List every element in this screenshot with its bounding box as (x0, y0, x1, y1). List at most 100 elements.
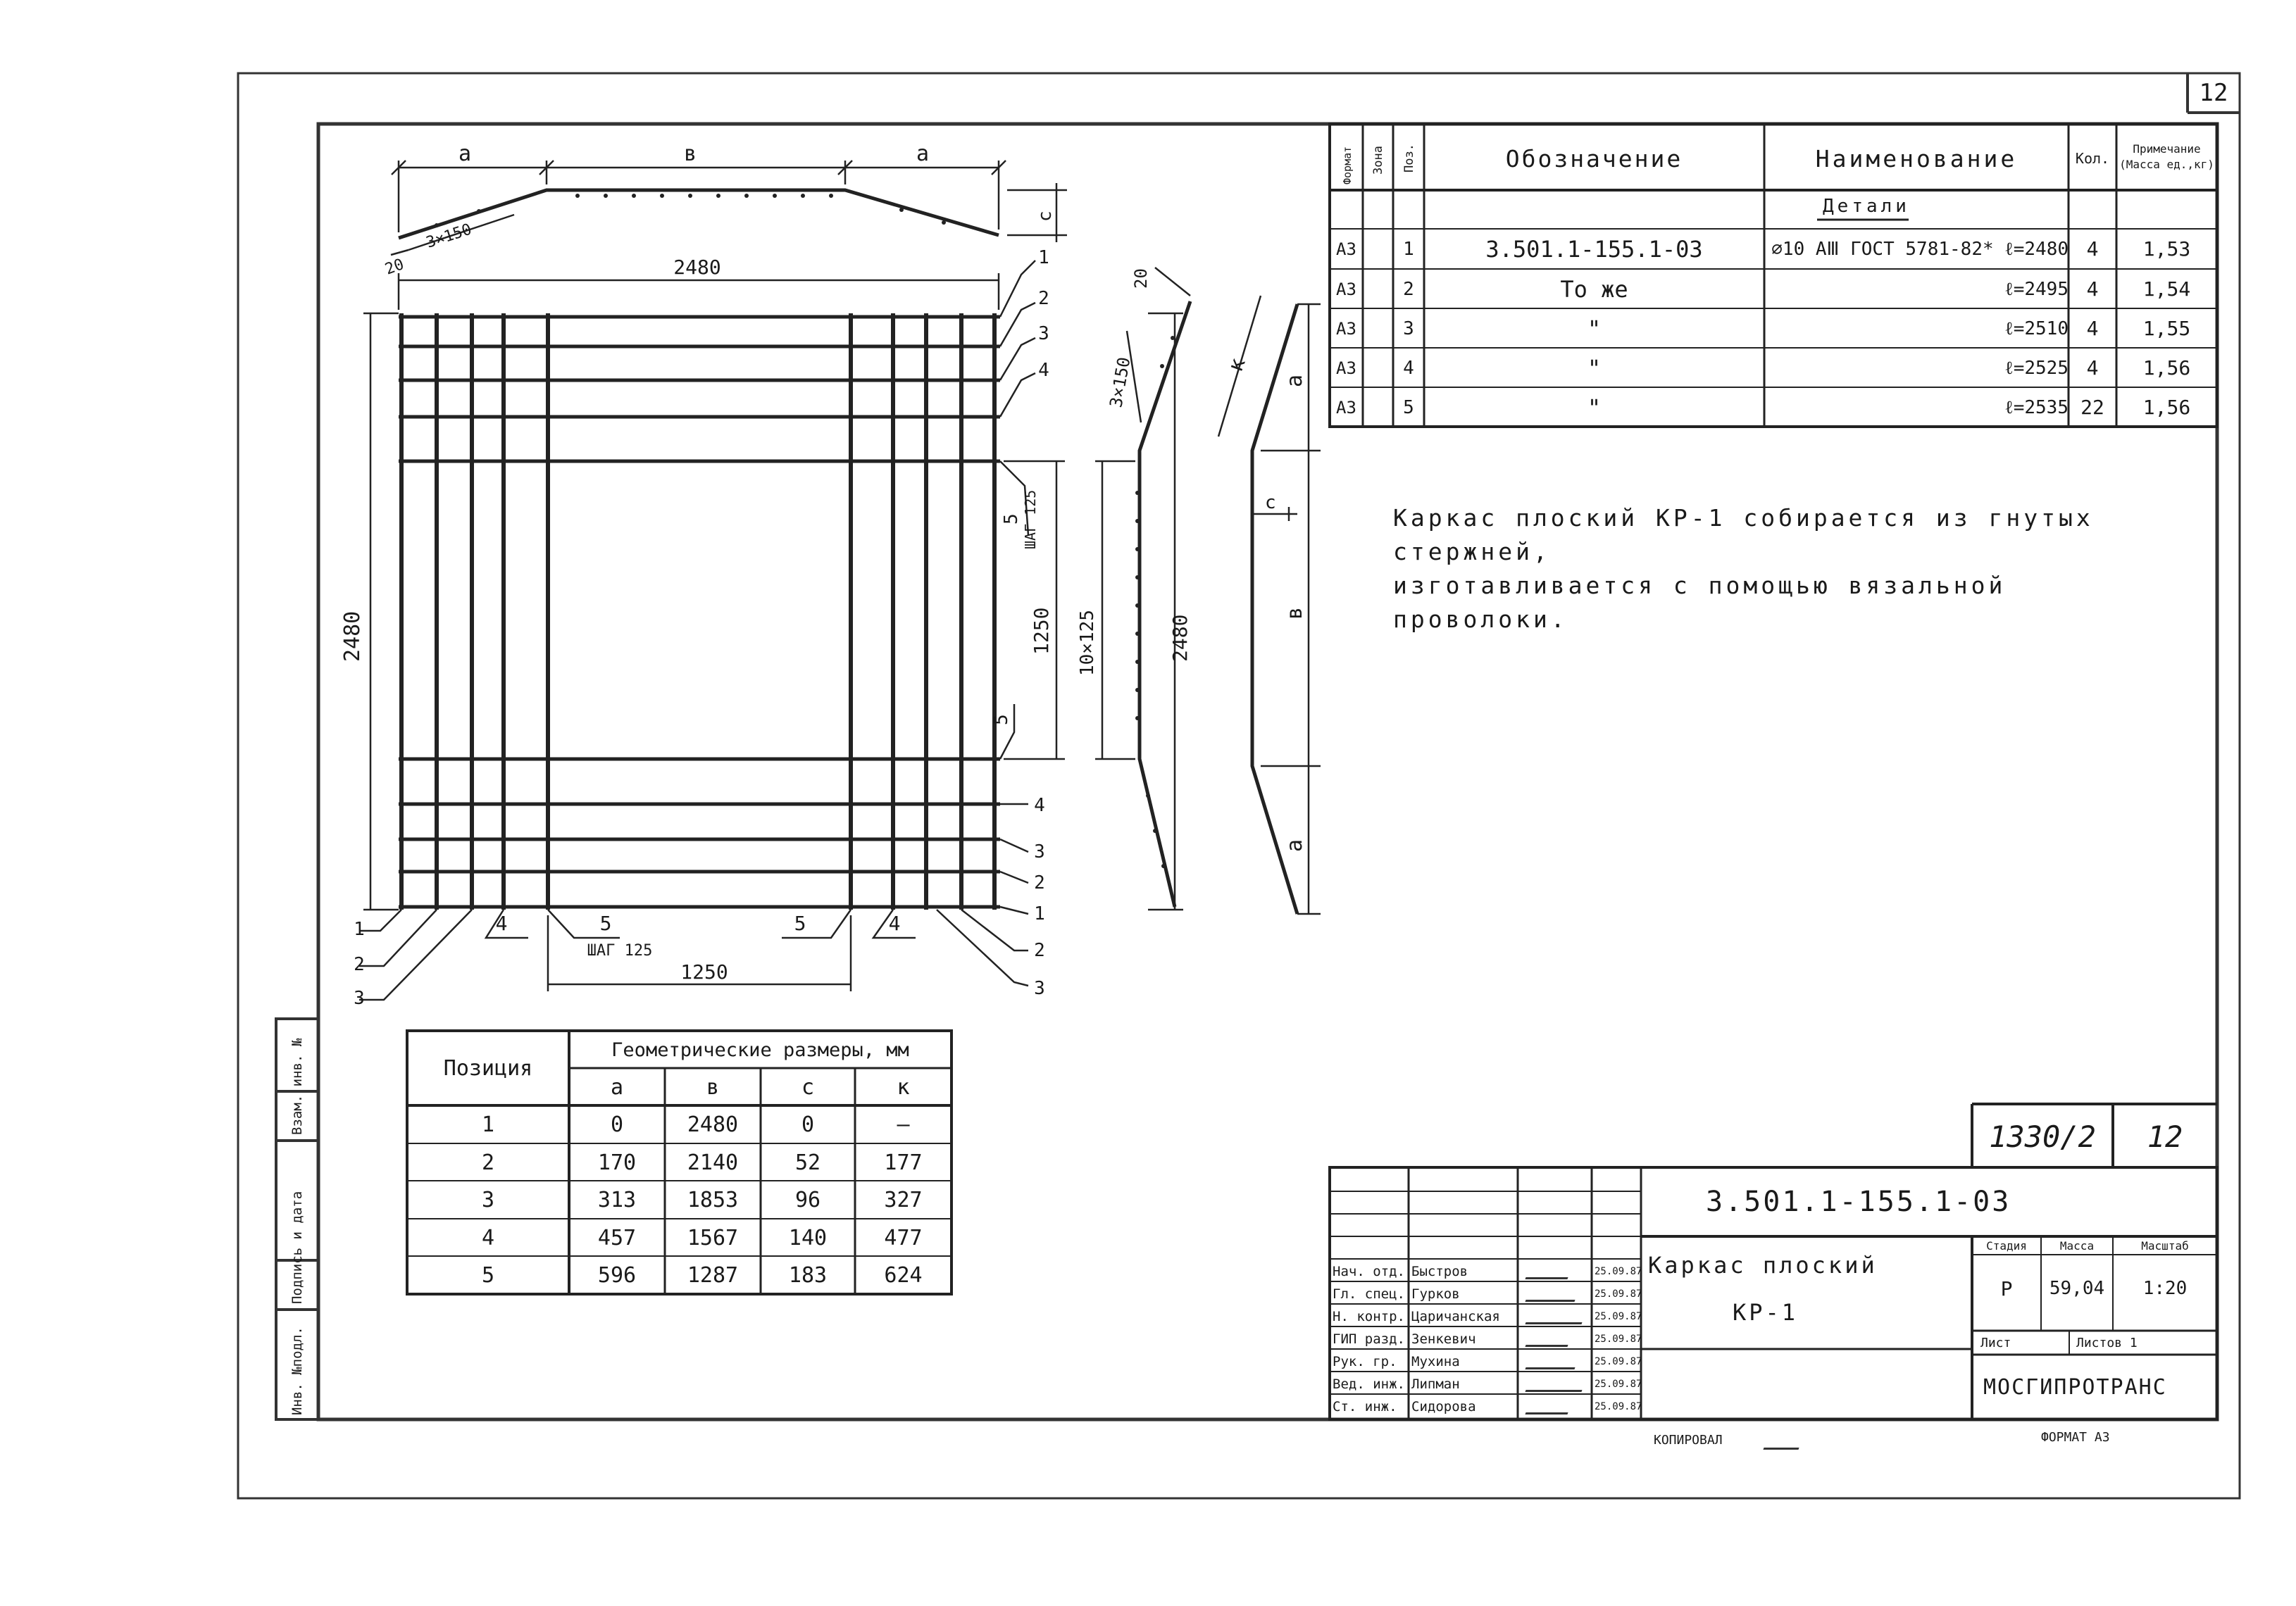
spec-row-1-name: ⌀10 АⅢ ГОСТ 5781-82* ℓ=2480 (1771, 238, 2069, 260)
spec-row-2-zone (1363, 270, 1393, 308)
spec-row-5-zone (1363, 388, 1393, 427)
spec-section-title: Детали (1823, 196, 1910, 217)
plan-spacing-vertical: 1250 (1030, 608, 1053, 655)
spec-header-designation: Обозначение (1505, 144, 1683, 172)
signer-1-name: Быстров (1411, 1263, 1468, 1279)
profile-view (1217, 295, 1321, 915)
geom-row-2-col-2: 2140 (687, 1150, 739, 1175)
geom-row-2-col-4: 177 (884, 1150, 923, 1175)
bent-bar-top (398, 188, 999, 240)
organization-name: МОСГИПРОТРАНС (1983, 1374, 2167, 1400)
geom-row-4-col-4: 477 (884, 1225, 923, 1250)
geom-row-2-col-3: 52 (794, 1150, 821, 1175)
geom-row-1-col-3: 0 (801, 1112, 815, 1137)
signer-2-role: Гл. спец. (1333, 1286, 1405, 1302)
assembly-note-line-2: изготавливается с помощью вязальной пров… (1393, 572, 2007, 633)
signer-2-name: Гурков (1411, 1286, 1460, 1302)
spec-row-1-code: 3.501.1-155.1-03 (1485, 235, 1703, 263)
profile-a-top: a (1283, 375, 1307, 387)
archive-sheet: 12 (2147, 1119, 2183, 1154)
geom-header-sizes: Геометрические размеры, мм (611, 1039, 909, 1061)
signer-7-signature (1525, 1397, 1574, 1414)
geom-table-grid (406, 1029, 953, 1296)
title-line-2: КР-1 (1733, 1299, 1799, 1326)
plan-bottom-tag-4-right: 4 (888, 911, 901, 935)
plan-right-tag-2: 2 (1038, 288, 1049, 309)
geom-col-c: c (801, 1074, 815, 1100)
spec-row-5-qty: 22 (2080, 396, 2104, 419)
side-overall: 2480 (1168, 615, 1192, 662)
signer-1-role: Нач. отд. (1333, 1263, 1405, 1279)
geom-col-a: a (610, 1074, 624, 1100)
signer-4-name: Зенкевич (1411, 1331, 1476, 1347)
plan-mid-tag: 5 (1001, 513, 1022, 525)
profile-k: к (1223, 355, 1251, 375)
spec-row-1-pos: 1 (1403, 238, 1414, 260)
plan-right-bottom-tag-2b: 2 (1034, 940, 1045, 961)
geom-row-4-col-3: 140 (788, 1225, 828, 1250)
spec-row-5-note: 1,56 (2142, 396, 2191, 419)
side-pitch: 10×125 (1077, 610, 1098, 676)
spec-row-2-code: То же (1560, 275, 1628, 303)
spec-row-2-qty: 4 (2086, 277, 2099, 301)
spec-row-4-name: ℓ=2525 (2004, 357, 2069, 379)
spec-row-4-fmt: А3 (1336, 358, 1356, 378)
spec-row-3-code: " (1587, 315, 1602, 342)
spec-row-1-note: 1,53 (2142, 237, 2191, 261)
signer-5-name: Мухина (1411, 1353, 1460, 1369)
mass-header: Масса (2059, 1238, 2095, 1253)
signer-7-role: Ст. инж. (1333, 1398, 1397, 1414)
geom-row-1-col-0: 1 (481, 1112, 495, 1137)
spec-row-3-pos: 3 (1403, 318, 1414, 339)
plan-c-label: c (1035, 211, 1056, 222)
plan-overall-width: 2480 (673, 255, 721, 279)
plan-right-bottom-tag-4: 4 (1034, 795, 1045, 816)
spec-row-4-qty: 4 (2086, 356, 2099, 379)
signer-1-date: 25.09.87 (1595, 1265, 1641, 1277)
plan-left-tag-1: 1 (354, 919, 365, 940)
geom-row-1-col-4: — (897, 1112, 910, 1137)
geom-row-3-col-4: 327 (884, 1187, 923, 1212)
profile-a-bottom: a (1283, 839, 1307, 852)
spec-row-3-name: ℓ=2510 (2004, 318, 2069, 339)
spec-row-3-qty: 4 (2086, 317, 2099, 340)
stage-value: Р (2000, 1276, 2013, 1300)
plan-right-bottom-tag-3b: 3 (1034, 978, 1045, 999)
spec-row-4-pos: 4 (1403, 357, 1414, 379)
profile-c: c (1265, 492, 1276, 513)
plan-shag-label: ШАГ 125 (587, 941, 653, 960)
title-line-1: Каркас плоский (1648, 1252, 1878, 1279)
spec-row-5-fmt: А3 (1336, 397, 1356, 418)
spec-header-qty: Кол. (2075, 150, 2110, 167)
plan-right-tag-4: 4 (1038, 360, 1049, 381)
plan-left-tag-2: 2 (354, 954, 365, 975)
plan-bottom-tag-5-left: 5 (599, 911, 612, 935)
plan-right-tag-1: 1 (1038, 247, 1049, 268)
spec-row-4-note: 1,56 (2142, 356, 2191, 379)
copied-signature (1763, 1432, 1805, 1450)
spec-row-1-qty: 4 (2086, 237, 2099, 261)
spec-row-5-pos: 5 (1403, 396, 1414, 418)
geom-row-3-col-2: 1853 (687, 1187, 739, 1212)
profile-b: в (1283, 607, 1307, 620)
signer-5-signature (1525, 1352, 1581, 1369)
mass-value: 59,04 (2049, 1278, 2105, 1299)
side-view (1095, 267, 1192, 911)
assembly-note-line-1: Каркас плоский КР-1 собирается из гнутых… (1393, 504, 2094, 565)
format-label: ФОРМАТ А3 (2041, 1429, 2110, 1445)
spec-header-pos: Поз. (1402, 144, 1416, 172)
signer-2-signature (1525, 1284, 1581, 1302)
geom-row-5-col-1: 596 (597, 1262, 637, 1288)
archive-code: 1330/2 (1989, 1119, 2096, 1154)
signer-6-name: Липман (1411, 1376, 1460, 1392)
geom-row-2-col-1: 170 (597, 1150, 637, 1175)
assembly-note: Каркас плоский КР-1 собирается из гнутых… (1393, 501, 2196, 636)
signer-6-signature (1525, 1374, 1588, 1392)
spec-row-3-fmt: А3 (1336, 318, 1356, 339)
doc-code: 3.501.1-155.1-03 (1706, 1186, 2011, 1218)
signer-7-name: Сидорова (1411, 1398, 1476, 1414)
geom-row-4-col-2: 1567 (687, 1225, 739, 1250)
signer-2-date: 25.09.87 (1595, 1288, 1641, 1300)
geom-row-5-col-2: 1287 (687, 1262, 739, 1288)
